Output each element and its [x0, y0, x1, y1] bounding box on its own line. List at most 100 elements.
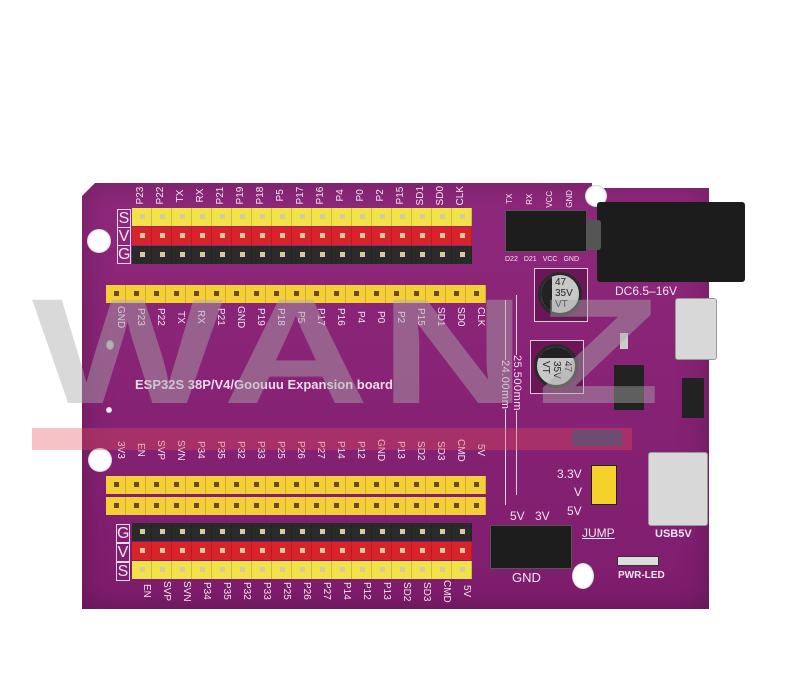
mounting-hole	[585, 185, 607, 207]
dc-jack-label: DC6.5–16V	[615, 284, 678, 298]
header-pin	[332, 246, 352, 264]
pin-label: CMD	[455, 439, 466, 462]
header-pin	[172, 227, 192, 245]
header-pin	[326, 285, 346, 303]
pin-label: SD0	[455, 307, 466, 327]
pin-label: GND	[565, 190, 574, 208]
header-pin	[452, 246, 472, 264]
header-pin	[172, 208, 192, 226]
pin-label: P17	[295, 186, 306, 205]
header-pin	[306, 497, 326, 515]
pin-label: P5	[295, 311, 306, 324]
pin-label: EN	[135, 443, 146, 458]
top-header-gnd-row	[132, 246, 472, 264]
resistor	[620, 333, 628, 349]
header-pin	[212, 561, 232, 579]
header-pin	[286, 285, 306, 303]
pin-label: GND	[235, 306, 246, 329]
header-pin	[152, 523, 172, 541]
row-letter-v: V	[116, 543, 130, 562]
pin-label: P16	[315, 186, 326, 205]
pin-label: TX	[175, 310, 186, 324]
pin-label: P22	[155, 308, 166, 327]
header-pin	[446, 497, 466, 515]
header-pin	[466, 285, 486, 303]
mounting-hole	[88, 448, 112, 472]
row-letter-v: V	[117, 227, 131, 246]
header-pin	[226, 476, 246, 494]
pin-label: P34	[195, 441, 206, 460]
pin-label: P14	[335, 441, 346, 460]
header-pin	[406, 476, 426, 494]
pin-label: P14	[341, 582, 352, 601]
pin-label: P35	[215, 441, 226, 460]
header-pin	[392, 208, 412, 226]
row-letter-s: S	[116, 562, 130, 581]
header-pin	[166, 285, 186, 303]
header-pin	[246, 476, 266, 494]
header-pin	[252, 227, 272, 245]
voltage-regulator	[614, 365, 644, 410]
jumper-label-5v: 5V	[567, 504, 582, 518]
header-pin	[366, 497, 386, 515]
header-pin	[192, 246, 212, 264]
power-header	[490, 525, 572, 569]
header-pin	[426, 285, 446, 303]
header-pin	[452, 208, 472, 226]
header-pin	[272, 227, 292, 245]
header-pin	[326, 476, 346, 494]
top-header-signal-row	[132, 208, 472, 226]
pin-label: SVP	[161, 581, 172, 602]
header-pin	[172, 561, 192, 579]
header-pin	[426, 476, 446, 494]
header-pin	[212, 542, 232, 560]
pin-label: P0	[375, 311, 386, 324]
header-pin	[166, 476, 186, 494]
header-pin	[432, 561, 452, 579]
header-pin	[346, 476, 366, 494]
header-pin	[432, 523, 452, 541]
pin-label: P15	[415, 308, 426, 327]
pin-label: P32	[241, 582, 252, 601]
header-pin	[246, 285, 266, 303]
pin-label: TX	[175, 189, 186, 203]
pin-label: P2	[375, 189, 386, 202]
header-pin	[232, 227, 252, 245]
header-pin	[312, 208, 332, 226]
header-pin	[366, 285, 386, 303]
header-pin	[172, 246, 192, 264]
header-pin	[452, 542, 472, 560]
pin-label: P32	[235, 441, 246, 460]
header-pin	[152, 227, 172, 245]
row-letter-g: G	[117, 245, 131, 264]
header-pin	[332, 523, 352, 541]
bottom-header-vcc-row	[132, 542, 472, 560]
header-pin	[272, 523, 292, 541]
pin-label: CLK	[455, 186, 466, 206]
header-pin	[372, 227, 392, 245]
voltage-jumper[interactable]	[591, 465, 617, 505]
dc-barrel-jack	[587, 202, 745, 282]
header-pin	[132, 227, 152, 245]
header-pin	[292, 208, 312, 226]
header-pin	[126, 285, 146, 303]
header-pin	[172, 542, 192, 560]
header-pin	[106, 476, 126, 494]
header-pin	[466, 497, 486, 515]
pin-label: P13	[395, 441, 406, 460]
header-pin	[252, 542, 272, 560]
header-pin	[306, 476, 326, 494]
mounting-hole	[572, 563, 594, 589]
header-pin	[412, 227, 432, 245]
header-pin	[232, 561, 252, 579]
pin-label: 5V	[461, 585, 472, 598]
header-pin	[372, 208, 392, 226]
header-pin	[372, 523, 392, 541]
header-pin	[186, 476, 206, 494]
